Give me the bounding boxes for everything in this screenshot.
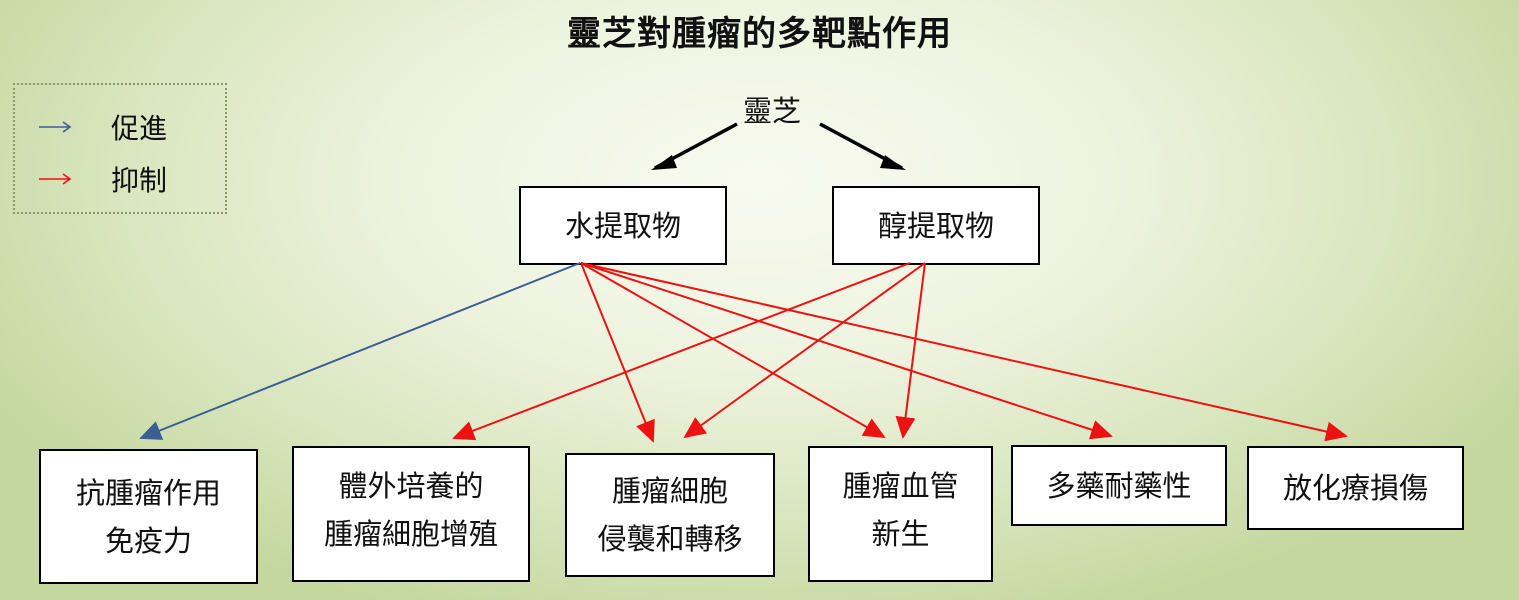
node-tumor-proliferation: 體外培養的 腫瘤細胞增殖: [292, 446, 530, 582]
edge-lingzhi-to-water-extract: [654, 122, 738, 170]
promote-arrow-icon: [39, 121, 72, 133]
edge-water-to-mdr: [580, 262, 1113, 440]
antitumor-line1: 抗腫瘤作用: [75, 475, 221, 510]
legend-inhibit: 抑制: [37, 159, 167, 199]
alcohol-extract-label: 醇提取物: [877, 208, 994, 243]
legend: 促進 抑制: [13, 83, 227, 214]
node-lingzhi: 靈芝: [743, 94, 802, 128]
node-multidrug-resistance: 多藥耐藥性: [1011, 445, 1227, 526]
angiogenesis-line2: 新生: [871, 517, 930, 551]
mdr-label: 多藥耐藥性: [1046, 468, 1192, 503]
edge-alcohol-to-angiogenesis: [895, 262, 926, 439]
inhibit-arrow-icon: [39, 173, 72, 185]
legend-promote: 促進: [37, 107, 167, 147]
node-chemo-radio-damage: 放化療損傷: [1247, 446, 1464, 530]
proliferation-line2: 腫瘤細胞增殖: [323, 517, 498, 551]
node-alcohol-extract: 醇提取物: [832, 186, 1040, 265]
edge-water-to-antitumor: [139, 262, 581, 440]
proliferation-line1: 體外培養的: [338, 469, 484, 503]
edge-water-to-damage: [580, 262, 1348, 442]
legend-inhibit-label: 抑制: [111, 164, 168, 197]
node-angiogenesis: 腫瘤血管 新生: [808, 446, 993, 582]
edge-lingzhi-to-alcohol-extract: [819, 122, 903, 170]
legend-promote-label: 促進: [111, 112, 168, 145]
diagram-title: 靈芝對腫瘤的多靶點作用: [567, 14, 952, 54]
node-tumor-invasion: 腫瘤細胞 侵襲和轉移: [565, 453, 775, 577]
node-water-extract: 水提取物: [519, 186, 727, 265]
node-antitumor-immunity: 抗腫瘤作用 免疫力: [39, 449, 258, 584]
damage-label: 放化療損傷: [1282, 471, 1428, 505]
edge-water-to-invasion: [580, 262, 655, 443]
edge-water-to-angiogenesis: [580, 262, 886, 438]
arrowhead-alcohol-extract: [880, 155, 906, 170]
edge-alcohol-to-proliferation: [452, 262, 911, 441]
antitumor-line2: 免疫力: [104, 523, 192, 558]
edge-alcohol-to-invasion: [683, 262, 926, 439]
angiogenesis-line1: 腫瘤血管: [842, 469, 959, 503]
invasion-line1: 腫瘤細胞: [611, 474, 728, 508]
arrowhead-water-extract: [651, 155, 677, 170]
water-extract-label: 水提取物: [564, 208, 681, 243]
invasion-line2: 侵襲和轉移: [597, 522, 743, 556]
